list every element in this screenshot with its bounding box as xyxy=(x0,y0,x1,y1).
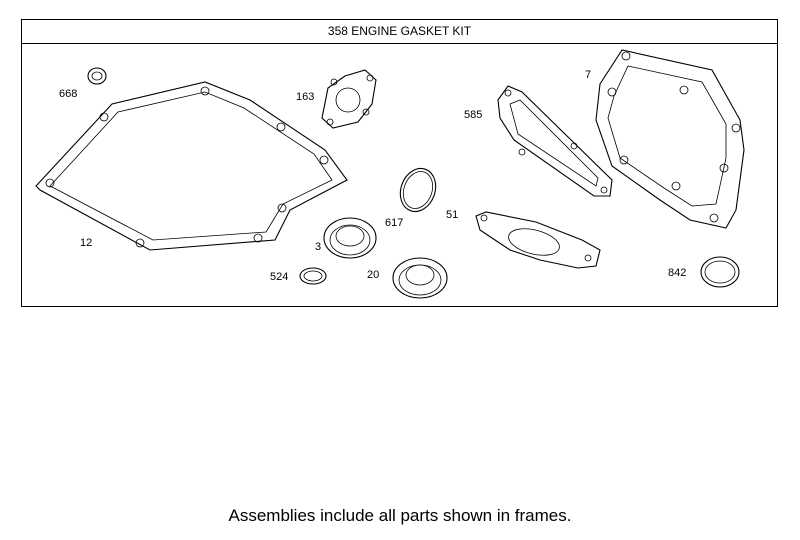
part-617-o-ring-icon[interactable] xyxy=(395,164,442,217)
part-20-oil-seal-icon[interactable] xyxy=(392,257,448,299)
part-524-washer-icon[interactable] xyxy=(299,267,327,285)
label-7: 7 xyxy=(585,69,591,81)
label-3: 3 xyxy=(315,241,321,253)
part-12-crankcase-gasket-icon[interactable] xyxy=(35,81,348,251)
part-585-gasket-icon[interactable] xyxy=(497,85,613,197)
part-51-exhaust-gasket-icon[interactable] xyxy=(475,211,601,269)
label-20: 20 xyxy=(367,269,379,281)
label-163: 163 xyxy=(296,91,314,103)
label-617: 617 xyxy=(385,217,403,229)
footer-note: Assemblies include all parts shown in fr… xyxy=(228,506,572,525)
part-163-gasket-icon[interactable] xyxy=(321,69,377,129)
part-7-head-gasket-icon[interactable] xyxy=(595,49,745,229)
kit-frame: 358 ENGINE GASKET KIT xyxy=(21,19,778,307)
label-585: 585 xyxy=(464,109,482,121)
label-51: 51 xyxy=(446,209,458,221)
part-3-oil-seal-icon[interactable] xyxy=(323,217,377,259)
label-668: 668 xyxy=(59,88,77,100)
part-668-seal-ring-icon[interactable] xyxy=(87,67,107,85)
frame-title: 358 ENGINE GASKET KIT xyxy=(22,20,777,44)
label-842: 842 xyxy=(668,267,686,279)
label-524: 524 xyxy=(270,271,288,283)
label-12: 12 xyxy=(80,237,92,249)
part-842-o-ring-icon[interactable] xyxy=(700,256,740,288)
